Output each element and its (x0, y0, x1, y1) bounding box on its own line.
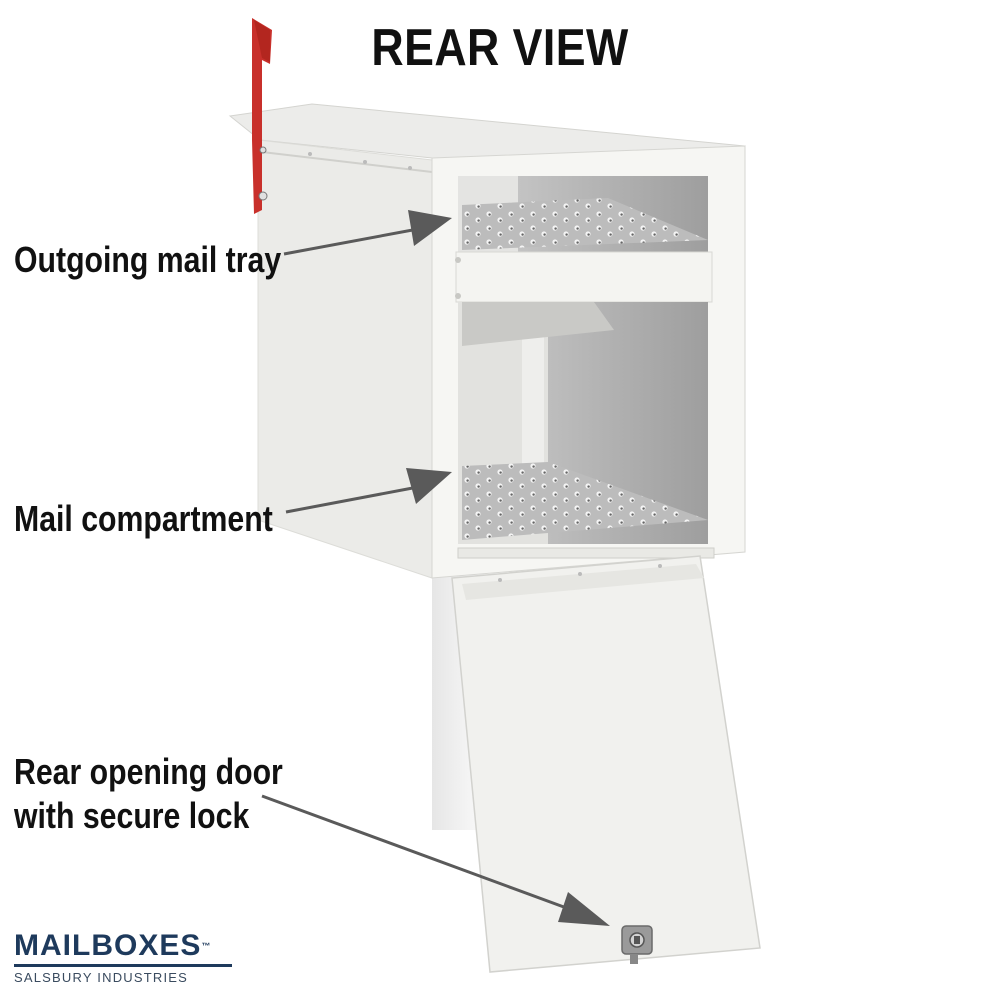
arrow-compartment (285, 468, 452, 514)
flag-icon (252, 18, 272, 214)
label-mail-compartment: Mail compartment (14, 498, 273, 539)
logo-wordmark: MAILBOXES™ (14, 930, 232, 962)
logo-trademark: ™ (201, 941, 212, 951)
logo-divider (14, 964, 232, 967)
compartment-floor (462, 462, 708, 540)
brand-logo: MAILBOXES™ SALSBURY INDUSTRIES (14, 930, 232, 985)
arrow-tray (283, 210, 452, 256)
page-title: REAR VIEW (371, 19, 629, 77)
label-rear-door-line2: with secure lock (14, 795, 250, 836)
lock-icon (621, 925, 653, 964)
logo-main-text: MAILBOXES (14, 929, 202, 962)
label-outgoing-mail-tray: Outgoing mail tray (14, 239, 282, 280)
rear-door (451, 555, 761, 973)
arrow-door (261, 794, 610, 926)
outgoing-tray (462, 198, 708, 250)
logo-subtitle: SALSBURY INDUSTRIES (14, 970, 189, 985)
box-side (257, 139, 433, 579)
label-rear-door-line1: Rear opening door (14, 751, 283, 792)
